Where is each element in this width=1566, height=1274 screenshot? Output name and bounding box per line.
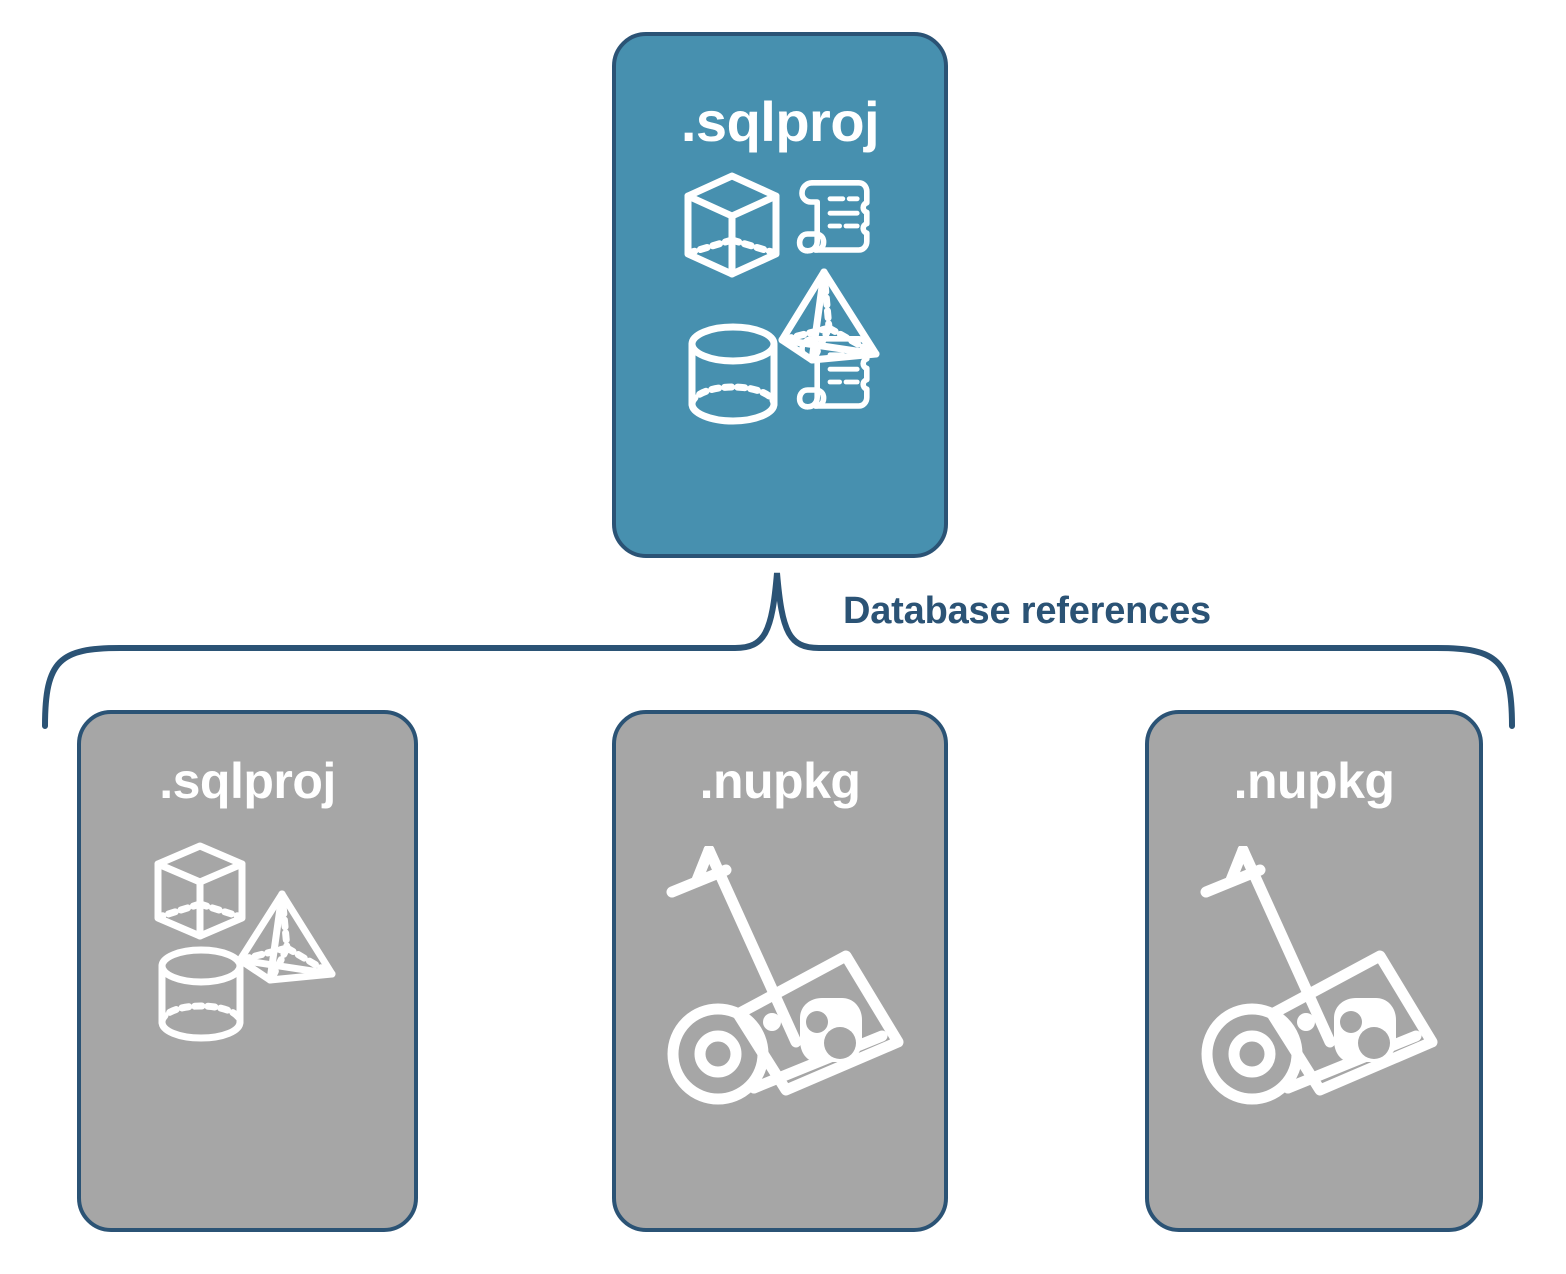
nuget-logo-holes-icon <box>1340 1011 1390 1059</box>
node-reference-nupkg-2[interactable]: .nupkg <box>1145 710 1483 1232</box>
cylinder-wireframe-icon <box>158 946 243 1042</box>
script-scroll-icon <box>796 336 870 410</box>
nuget-package-box-icon <box>1266 950 1438 1096</box>
script-scroll-icon <box>796 180 870 254</box>
package-hand-truck-icon <box>1184 844 1444 1106</box>
node-title: .nupkg <box>699 753 861 809</box>
node-reference-nupkg-1[interactable]: .nupkg <box>612 710 948 1232</box>
pyramid-wireframe-icon <box>778 268 880 364</box>
node-title: .sqlproj <box>680 90 880 153</box>
nuget-package-box-icon <box>732 950 904 1096</box>
cube-wireframe-icon <box>684 172 780 278</box>
nuget-logo-holes-icon <box>806 1011 856 1059</box>
database-objects-icon <box>680 172 880 432</box>
cube-wireframe-icon <box>154 842 245 940</box>
package-hand-truck-icon <box>650 844 910 1106</box>
node-title: .sqlproj <box>159 753 336 809</box>
pyramid-wireframe-icon <box>236 890 335 984</box>
database-references-bracket-icon <box>42 572 1515 729</box>
node-root-sqlproj[interactable]: .sqlproj <box>612 32 948 558</box>
node-title: .nupkg <box>1233 753 1395 809</box>
database-objects-icon <box>148 842 348 1042</box>
cylinder-wireframe-icon <box>688 323 778 425</box>
bracket-label: Database references <box>843 590 1211 632</box>
node-reference-sqlproj[interactable]: .sqlproj <box>77 710 418 1232</box>
